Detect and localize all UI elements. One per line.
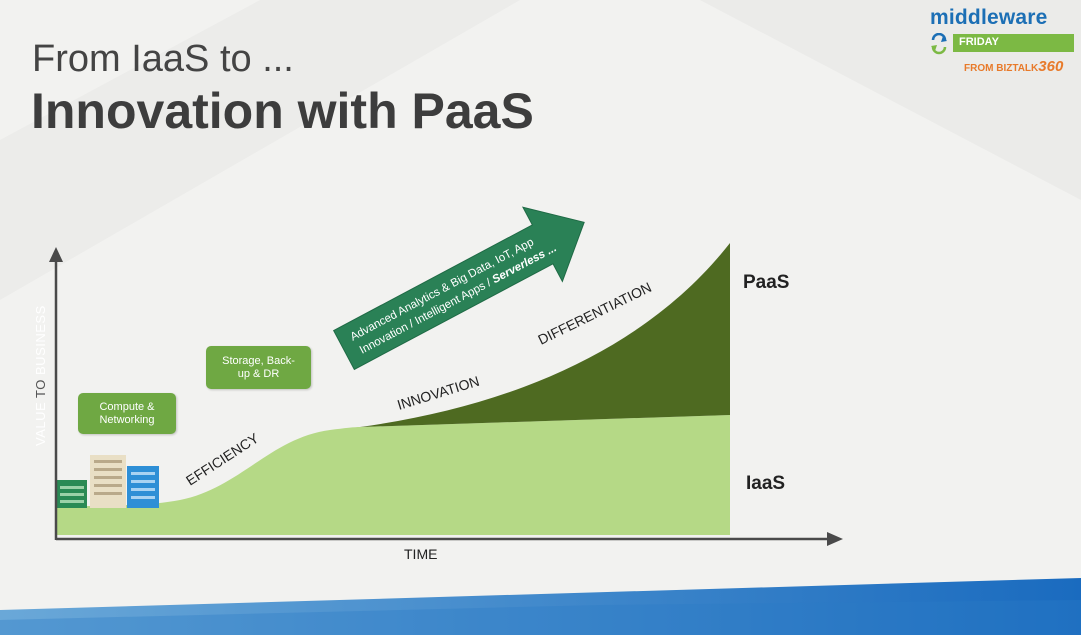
paas-area: [360, 243, 730, 427]
tag-compute-line-2: Networking: [99, 413, 155, 426]
buildings-icon: [57, 455, 159, 508]
tag-compute-networking: Compute & Networking: [78, 393, 176, 434]
y-axis-label: VALUE TO BUSINESS: [33, 305, 48, 446]
tag-storage-line-1: Storage, Back-: [222, 354, 295, 367]
logo-middleware: middleware: [930, 6, 1048, 29]
x-axis-arrowhead: [827, 532, 843, 546]
y-label-business: BUSINESS: [33, 305, 48, 375]
logo-friday-bar: FRIDAY: [953, 34, 1074, 52]
tag-storage-line-2: up & DR: [237, 367, 280, 380]
arrow-line-1: Advanced Analytics & Big Data, IoT, App: [348, 236, 535, 343]
logo-from-text: FROM: [964, 63, 994, 74]
logo-friday-text: FRIDAY: [959, 36, 999, 48]
y-label-to: TO: [33, 379, 48, 398]
blue-footer-band: [0, 578, 1081, 635]
x-axis-label: TIME: [404, 546, 438, 562]
logo-brand-number: 360: [1038, 58, 1064, 75]
slide-title: Innovation with PaaS: [31, 83, 534, 139]
logo-from-biztalk: FROM BIZTALK360: [964, 58, 1063, 75]
slide-subtitle: From IaaS to ...: [32, 38, 294, 80]
sync-arrows-icon: [931, 33, 947, 55]
arrow-line-2: Innovation / Intelligent Apps / Serverle…: [358, 242, 559, 356]
layer-label-iaas: IaaS: [746, 473, 786, 494]
tag-storage-backup: Storage, Back- up & DR: [206, 346, 311, 389]
tag-compute-line-1: Compute &: [99, 400, 155, 413]
y-label-value: VALUE: [33, 402, 48, 446]
logo-brand-text: BIZTALK: [996, 63, 1039, 74]
layer-label-paas: PaaS: [743, 272, 790, 293]
innovation-arrow: Advanced Analytics & Big Data, IoT, App …: [332, 206, 585, 371]
iaas-area: [55, 415, 730, 535]
y-axis-arrowhead: [49, 247, 63, 262]
